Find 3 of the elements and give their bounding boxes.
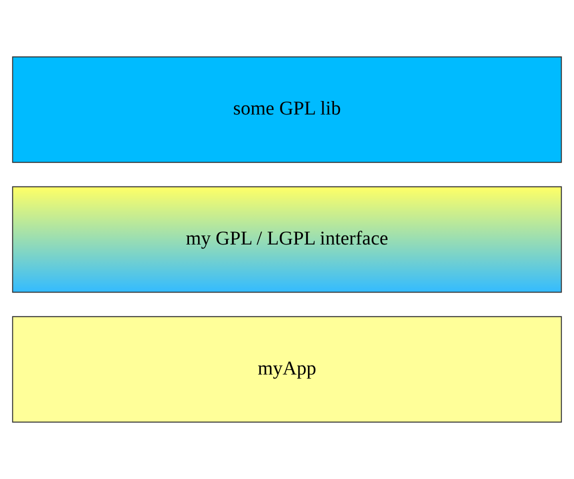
node-box: my GPL / LGPL interface — [12, 186, 562, 293]
node-box: some GPL lib — [12, 56, 562, 163]
node-box: myApp — [12, 316, 562, 423]
